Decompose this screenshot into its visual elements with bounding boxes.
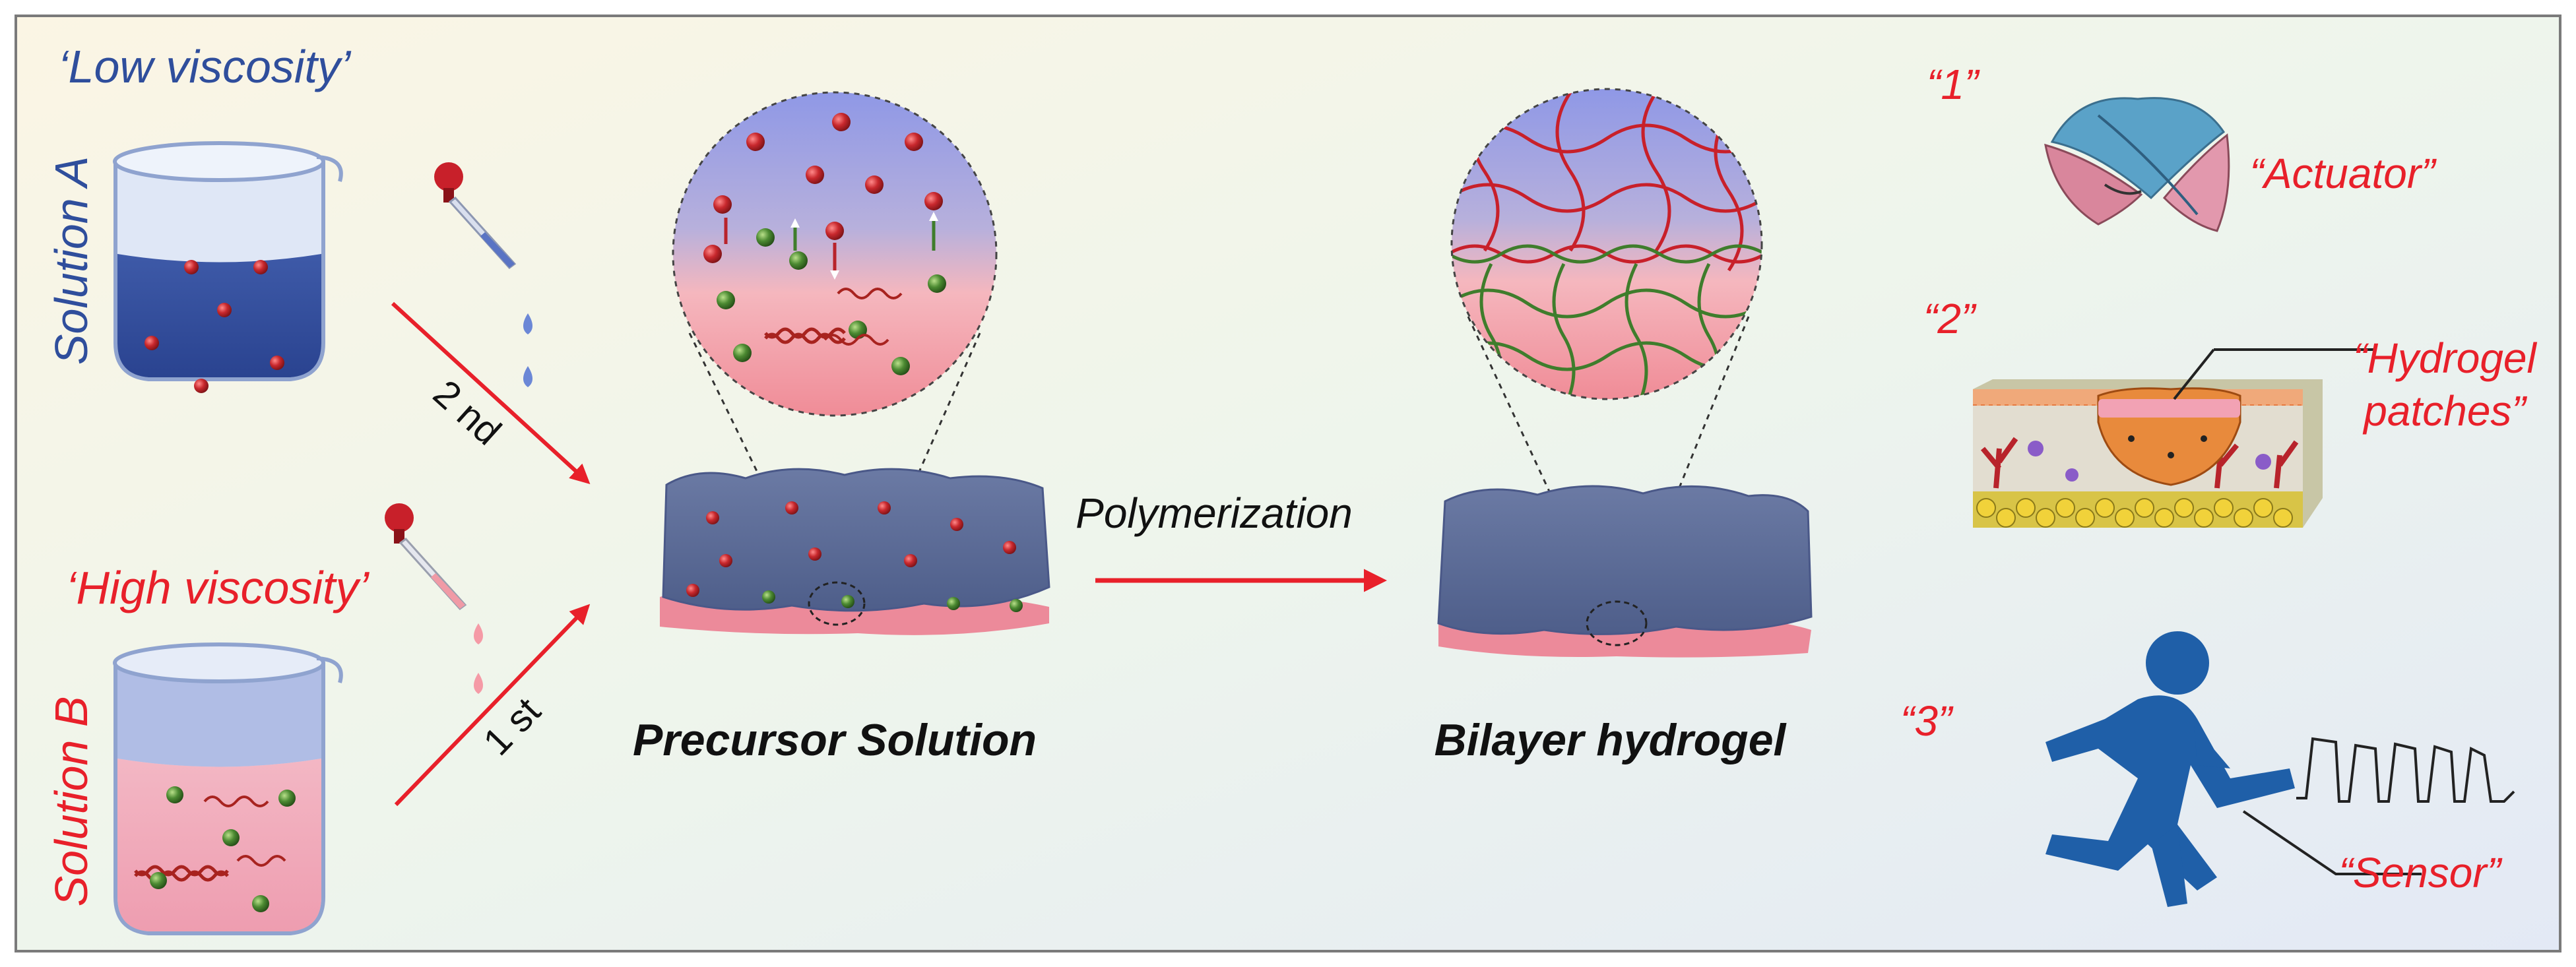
- high-viscosity-label: ‘High viscosity’: [66, 562, 370, 613]
- application-3-number: “3”: [1900, 697, 1954, 745]
- precursor-label: Precursor Solution: [633, 715, 1037, 765]
- skin-patch-icon: [1973, 348, 2375, 528]
- dropper-icon: [434, 162, 532, 387]
- application-1-number: “1”: [1927, 61, 1980, 108]
- solution-b-label: Solution B: [46, 696, 97, 906]
- low-viscosity-label: ‘Low viscosity’: [58, 41, 352, 92]
- runner-icon: [2045, 631, 2295, 907]
- actuator-icon: [2044, 97, 2230, 232]
- dropper-icon: [385, 503, 483, 694]
- second-addition-arrow: [391, 301, 591, 485]
- signal-trace-icon: [2242, 737, 2515, 875]
- application-3-name: “Sensor”: [2339, 849, 2503, 896]
- application-2-number: “2”: [1923, 295, 1977, 342]
- precursor-magnified-view: [672, 91, 998, 598]
- bilayer-slab: [1437, 485, 1813, 658]
- bilayer-label: Bilayer hydrogel: [1434, 715, 1787, 765]
- polymerization-label: Polymerization: [1076, 489, 1353, 537]
- beaker-b-icon: [113, 642, 343, 935]
- precursor-slab: [660, 468, 1050, 635]
- beaker-a-icon: [113, 141, 343, 393]
- application-1-name: “Actuator”: [2250, 150, 2437, 197]
- solution-a-label: Solution A: [46, 156, 97, 365]
- application-2-name-line1: “Hydrogel: [2353, 334, 2537, 382]
- first-addition-arrow: [394, 604, 591, 807]
- application-2-name-line2: patches”: [2362, 387, 2527, 435]
